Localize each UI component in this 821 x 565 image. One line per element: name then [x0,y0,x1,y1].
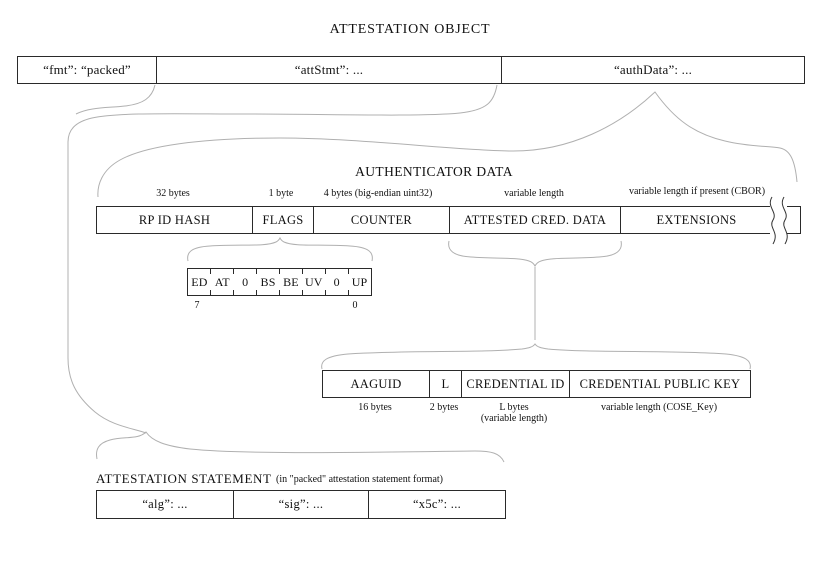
flags-size: 1 byte [268,188,294,199]
flag-bit-at: AT [214,274,230,289]
flags-msb-label: 7 [194,300,200,311]
credential-id-field: CREDENTIAL ID [461,371,569,397]
bit-divider-tick [348,269,349,274]
brace-flags [187,236,373,262]
credential-id-size-note: (variable length) [480,413,548,424]
bit-divider-tick [233,269,234,274]
flags-field: FLAGS [252,207,313,233]
fmt-field: “fmt”: “packed” [43,62,131,77]
length-field: L [429,371,461,397]
rp-id-hash-field: RP ID HASH [138,212,211,227]
credential-public-key-field: CREDENTIAL PUBLIC KEY [569,371,750,397]
length-size: 2 bytes [429,402,459,413]
brace-attestation-statement [96,431,505,463]
attestation-statement-subtitle: (in "packed" attestation statement forma… [276,474,443,485]
brace-aaguid-row [321,343,751,370]
sig-field: “sig”: ... [233,491,368,518]
aaguid-field: AAGUID [350,376,402,391]
attstmt-field: “attStmt”: ... [156,57,501,83]
attested-cred-data-row: AAGUID L CREDENTIAL ID CREDENTIAL PUBLIC… [322,370,751,398]
bit-divider-tick [256,290,257,295]
bit-divider-tick [279,290,280,295]
flag-bit-uv: UV [304,274,323,289]
bit-divider-tick [348,290,349,295]
bit-divider-tick [210,269,211,274]
alg-field: “alg”: ... [142,497,188,511]
flag-bit-rfu2: 0 [333,274,340,289]
extensions-size: variable length if present (CBOR) [628,186,766,197]
attestation-statement-title: ATTESTATION STATEMENT [96,471,272,486]
fmt-connector-curve [75,84,156,115]
bit-divider-tick [279,269,280,274]
attestation-statement-row: “alg”: ... “sig”: ... “x5c”: ... [96,490,506,519]
attested-cred-data-field: ATTESTED CRED. DATA [449,207,620,233]
rp-id-hash-size: 32 bytes [156,188,190,199]
flag-bit-be: BE [283,274,299,289]
page-title: ATTESTATION OBJECT [329,22,491,37]
bit-divider-tick [302,269,303,274]
counter-size: 4 bytes (big-endian uint32) [323,188,433,199]
bit-divider-tick [325,269,326,274]
attestation-object-row: “fmt”: “packed” “attStmt”: ... “authData… [17,56,805,84]
brace-authenticator-data [97,91,798,198]
bit-divider-tick [210,290,211,295]
bit-divider-tick [256,269,257,274]
attstmt-connector-curve [67,84,498,434]
flag-bit-ed: ED [191,274,208,289]
brace-attested-cred-data [448,240,622,268]
attested-cred-data-size: variable length [504,188,564,199]
flag-bit-bs: BS [260,274,276,289]
x5c-field: “x5c”: ... [368,491,505,518]
extensions-field: EXTENSIONS [620,207,800,233]
authenticator-data-title: AUTHENTICATOR DATA [355,164,513,179]
counter-field: COUNTER [313,207,449,233]
flag-bit-up: UP [351,274,368,289]
flags-lsb-label: 0 [352,300,358,311]
credential-public-key-size: variable length (COSE_Key) [600,402,718,413]
bit-divider-tick [325,290,326,295]
flag-bit-rfu: 0 [242,274,249,289]
aaguid-size: 16 bytes [358,402,392,413]
authdata-field: “authData”: ... [501,57,804,83]
bit-divider-tick [233,290,234,295]
credential-id-size: L bytes [499,402,529,413]
bit-divider-tick [302,290,303,295]
flags-bit-box: ED AT 0 BS BE UV 0 UP [187,268,372,296]
authenticator-data-row: RP ID HASH FLAGS COUNTER ATTESTED CRED. … [96,206,801,234]
